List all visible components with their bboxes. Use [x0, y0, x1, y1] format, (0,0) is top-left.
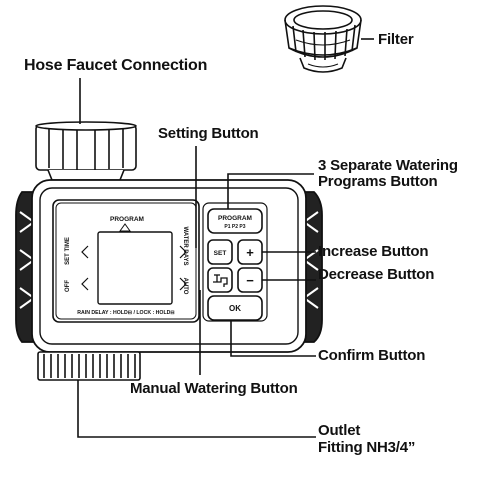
outlet-fitting [37, 351, 141, 381]
ok-button-label[interactable]: OK [229, 304, 241, 313]
callout-decrease-button: Decrease Button [318, 266, 435, 283]
callout-manual-watering-button: Manual Watering Button [130, 380, 298, 397]
screen-label-auto: AUTO [182, 278, 188, 295]
leader-programs [227, 173, 314, 209]
callout-outlet-line1: Outlet [318, 422, 361, 439]
callout-programs-button-line1: 3 Separate Watering [318, 157, 458, 174]
set-button-label[interactable]: SET [214, 250, 227, 257]
screen-label-program: PROGRAM [110, 216, 144, 223]
leader-confirm [230, 320, 316, 357]
program-button-sub: P1 P2 P3 [224, 224, 245, 230]
screen-label-water-days: WATER DAYS [182, 226, 188, 265]
screen-label-off: OFF [65, 280, 71, 292]
hose-faucet-connector [35, 121, 137, 181]
callout-hose-faucet-connection: Hose Faucet Connection [24, 57, 208, 74]
screen-label-rain-lock: RAIN DELAY : HOLD⊟ / LOCK : HOLD⊟ [77, 310, 174, 316]
callout-programs-button-line2: Programs Button [318, 173, 438, 190]
filter-illustration [284, 5, 362, 73]
timer-body [15, 179, 323, 353]
faucet-icon[interactable] [213, 274, 228, 287]
callout-outlet-line2: Fitting NH3/4” [318, 439, 416, 456]
callout-setting-button: Setting Button [158, 125, 259, 142]
program-button-label[interactable]: PROGRAM [218, 215, 252, 222]
plus-symbol[interactable]: + [246, 245, 254, 260]
callout-increase-button: Increase Button [318, 243, 429, 260]
callout-filter: Filter [378, 31, 414, 48]
callout-confirm-button: Confirm Button [318, 347, 426, 364]
minus-symbol[interactable]: − [246, 273, 254, 288]
screen-label-set-time: SET TIME [65, 237, 71, 265]
leader-outlet [77, 380, 316, 438]
